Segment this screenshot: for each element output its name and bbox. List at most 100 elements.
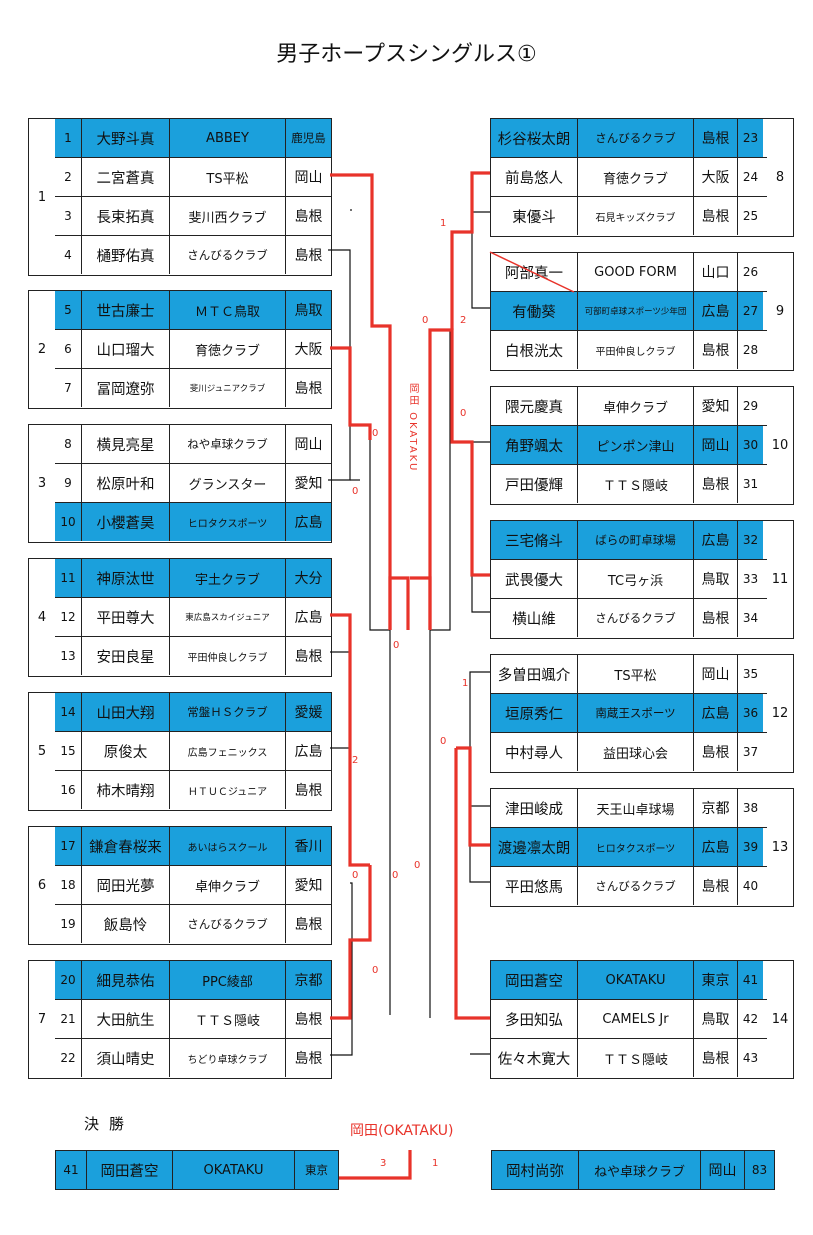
seed: 8 (64, 437, 72, 451)
player-name: 安田良星 (81, 637, 169, 675)
player-name: 中村尋人 (505, 745, 563, 762)
player-name: 佐々木寛大 (497, 1051, 571, 1068)
player-name: 多曽田颯介 (497, 667, 571, 684)
seed: 24 (737, 158, 763, 196)
prefecture: 島根 (693, 599, 737, 637)
winner-line (330, 613, 370, 867)
prefecture: 東京 (693, 961, 737, 999)
score: 2 (352, 755, 359, 766)
bracket-line (369, 440, 390, 631)
seed: 30 (737, 426, 763, 464)
player-name: 津田峻成 (505, 801, 563, 818)
seed: 33 (737, 560, 763, 598)
bracket-line (471, 575, 490, 613)
prefecture: 大阪 (285, 330, 331, 368)
prefecture: 京都 (693, 789, 737, 827)
club-name: ねや卓球クラブ (578, 1151, 700, 1189)
club-name: 宇土クラブ (169, 559, 285, 597)
player-name: 二宮蒼真 (81, 158, 169, 196)
score: 0 (352, 870, 359, 881)
prefecture: 広島 (285, 598, 331, 636)
club-name: 育徳クラブ (577, 158, 693, 196)
player-name: 世古廉士 (81, 291, 169, 329)
club-name: 広島フェニックス (169, 732, 285, 770)
club-name: 可部町卓球スポーツ少年団 (577, 292, 693, 330)
seed: 36 (737, 694, 763, 732)
player-name: 樋野佑真 (81, 236, 169, 274)
prefecture: 山口 (693, 253, 737, 291)
prefecture: 鹿児島 (285, 119, 331, 157)
club-name: TS平松 (577, 655, 693, 693)
player-name: 大野斗真 (81, 119, 169, 157)
score: 0 (393, 640, 400, 651)
player-name: 阿部真一 (505, 265, 563, 282)
player-name: 杉谷桜太朗 (491, 119, 577, 157)
seed: 11 (55, 559, 81, 597)
club-name: PPC綾部 (169, 961, 285, 999)
prefecture: 島根 (285, 197, 331, 235)
seed: 5 (55, 291, 81, 329)
seed: 37 (737, 733, 763, 771)
bracket-line (469, 805, 490, 883)
score: 0 (372, 428, 379, 439)
player-name: 飯島怜 (81, 905, 169, 943)
player-name: 小櫻蒼昊 (81, 503, 169, 541)
club-name: 石見キッズクラブ (577, 197, 693, 235)
group-number: 12 (771, 706, 789, 721)
player-name: 武畏優大 (505, 572, 563, 589)
prefecture: 広島 (693, 694, 737, 732)
club-name: TS平松 (169, 158, 285, 196)
prefecture: 愛知 (693, 387, 737, 425)
club-name: ねや卓球クラブ (169, 425, 285, 463)
score: 0 (352, 486, 359, 497)
seed: 31 (737, 465, 763, 503)
seed: 15 (60, 744, 76, 758)
player-name: 有働葵 (491, 292, 577, 330)
club-name: 卓伸クラブ (169, 866, 285, 904)
seed: 23 (737, 119, 763, 157)
player-name: 岡田光夢 (81, 866, 169, 904)
prefecture: 広島 (285, 503, 331, 541)
player-name: 松原叶和 (81, 464, 169, 502)
group-number: 11 (771, 572, 789, 587)
prefecture: 東京 (294, 1151, 338, 1189)
club-name: 斐川ジュニアクラブ (169, 369, 285, 407)
seed: 38 (737, 789, 763, 827)
player-name: 鎌倉春桜来 (81, 827, 169, 865)
prefecture: 岡山 (285, 158, 331, 196)
player-name: 白根洸太 (505, 343, 563, 360)
player-name: 渡邊凛太朗 (491, 828, 577, 866)
seed: 29 (737, 387, 763, 425)
club-name: 常盤ＨＳクラブ (169, 693, 285, 731)
seed: 35 (737, 655, 763, 693)
club-name: CAMELS Jr (577, 1000, 693, 1038)
